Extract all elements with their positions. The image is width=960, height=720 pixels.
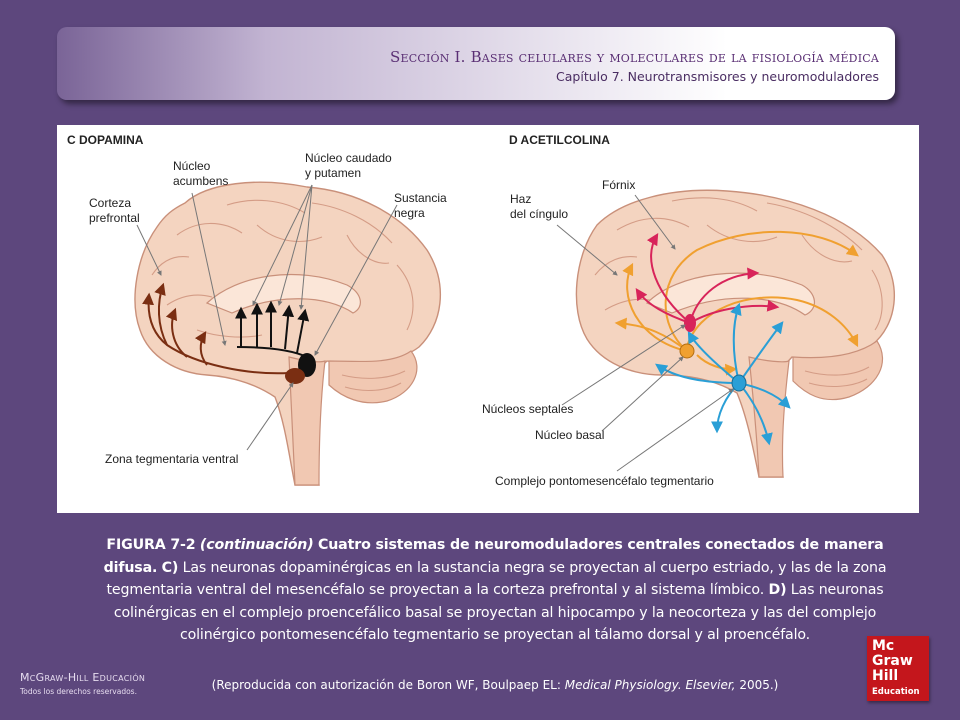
label-caudado-2: y putamen	[305, 166, 361, 180]
label-zona-tegmentaria: Zona tegmentaria ventral	[105, 452, 238, 466]
brain-c-outline	[134, 181, 441, 486]
mcgraw-hill-logo: Mc Graw Hill Education	[867, 636, 929, 701]
caption-d-text: Las neuronas colinérgicas en el complejo…	[113, 582, 884, 644]
label-haz-cingulo-2: del cíngulo	[510, 207, 568, 221]
ref-italic: Medical Physiology. Elsevier,	[564, 678, 736, 692]
mesocortical-arrows	[142, 282, 290, 375]
label-fornix: Fórnix	[602, 178, 635, 192]
basal-nucleus-marker	[679, 343, 695, 359]
basal-forebrain-arrows	[614, 230, 859, 376]
label-caudado-1: Núcleo caudado	[305, 151, 392, 165]
leaders-d	[556, 194, 734, 472]
label-corteza-prefrontal-1: Corteza	[89, 196, 131, 210]
caption-c-text: Las neuronas dopaminérgicas en la sustan…	[106, 559, 887, 599]
ref-prefix: (Reproducida con autorización de Boron W…	[211, 678, 561, 692]
panel-c-title: C DOPAMINA	[67, 133, 144, 147]
caption-reference: (Reproducida con autorización de Boron W…	[150, 678, 840, 692]
figure-panel: C DOPAMINA	[57, 125, 919, 513]
gyri-c	[151, 199, 414, 392]
brain-d-outline	[575, 189, 895, 478]
logo-line-4: Education	[872, 687, 920, 697]
label-nucleos-septales: Núcleos septales	[482, 402, 573, 416]
septal-nucleus-marker	[684, 314, 696, 332]
header-banner: Sección I. Bases celulares y moleculares…	[57, 27, 895, 100]
ponto-nucleus-marker	[731, 374, 747, 392]
label-sustancia-negra-2: negra	[394, 206, 425, 220]
logo-line-2: Graw	[872, 653, 913, 669]
caption-title: Cuatro sistemas de neuromoduladores cent…	[103, 537, 884, 576]
label-nucleo-acumbens-2: acumbens	[173, 174, 228, 188]
caption-fig-label: FIGURA 7-2	[106, 537, 196, 553]
section-title: Sección I. Bases celulares y moleculares…	[390, 48, 879, 66]
brainstem-c	[288, 356, 326, 486]
caption-d-label: D)	[768, 582, 787, 599]
label-sustancia-negra-1: Sustancia	[394, 191, 447, 205]
panel-c-dopamine: C DOPAMINA	[67, 133, 447, 486]
vta-nucleus	[285, 368, 305, 384]
leaders-c	[136, 184, 398, 451]
caption-c-label: C)	[161, 559, 179, 576]
footer-rights: Todos los derechos reservados.	[20, 687, 137, 696]
ref-suffix: 2005.)	[739, 678, 779, 692]
caption-continuation: (continuación)	[199, 537, 314, 553]
cerebellum-c	[328, 350, 418, 404]
chapter-subtitle: Capítulo 7. Neurotransmisores y neuromod…	[556, 69, 879, 84]
logo-line-3: Hill	[872, 668, 899, 684]
label-nucleo-basal: Núcleo basal	[535, 428, 604, 442]
brainstem-d	[748, 356, 790, 478]
label-corteza-prefrontal-2: prefrontal	[89, 211, 140, 225]
label-nucleo-acumbens-1: Núcleo	[173, 159, 211, 173]
figure-caption: FIGURA 7-2 (continuación) Cuatro sistema…	[80, 534, 910, 647]
panel-d-title: D ACETILCOLINA	[509, 133, 610, 147]
brain-diagram: C DOPAMINA	[67, 133, 895, 488]
logo-line-1: Mc	[872, 638, 895, 654]
nigrostriatal-arrows	[235, 300, 310, 358]
label-complejo-ponto: Complejo pontomesencéfalo tegmentario	[495, 474, 714, 488]
footer-brand: McGraw-Hill Educación	[20, 671, 146, 684]
panel-d-acetylcholine: D ACETILCOLINA	[482, 133, 895, 488]
corpus-callosum-d	[645, 272, 815, 316]
label-haz-cingulo-1: Haz	[510, 192, 531, 206]
corpus-callosum-c	[205, 273, 361, 314]
gyri-d	[594, 197, 883, 388]
